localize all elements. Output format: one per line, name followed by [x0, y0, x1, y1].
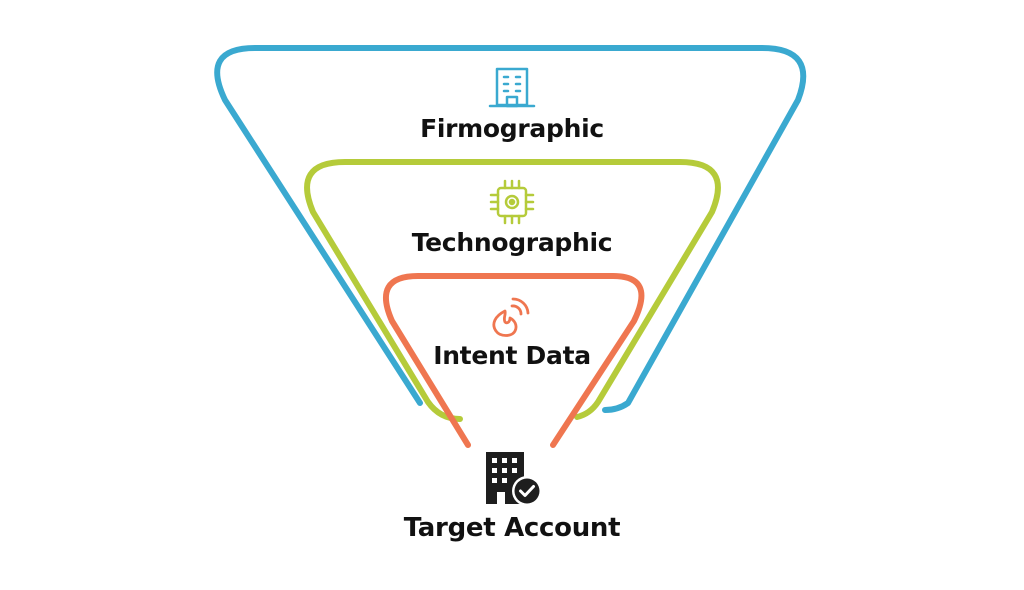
office-building-icon — [488, 67, 536, 108]
firmographic-funnel-outline — [214, 45, 807, 413]
firmographic-label: Firmographic — [420, 114, 604, 143]
flame-signal-icon — [492, 297, 530, 337]
target-account-label: Target Account — [403, 513, 621, 543]
technographic-funnel-outline — [304, 159, 721, 422]
building-check-icon — [486, 452, 542, 506]
intent-funnel-outline — [383, 273, 645, 448]
microchip-icon — [489, 179, 535, 225]
intent-data-label: Intent Data — [433, 341, 591, 370]
technographic-label: Technographic — [411, 228, 613, 257]
